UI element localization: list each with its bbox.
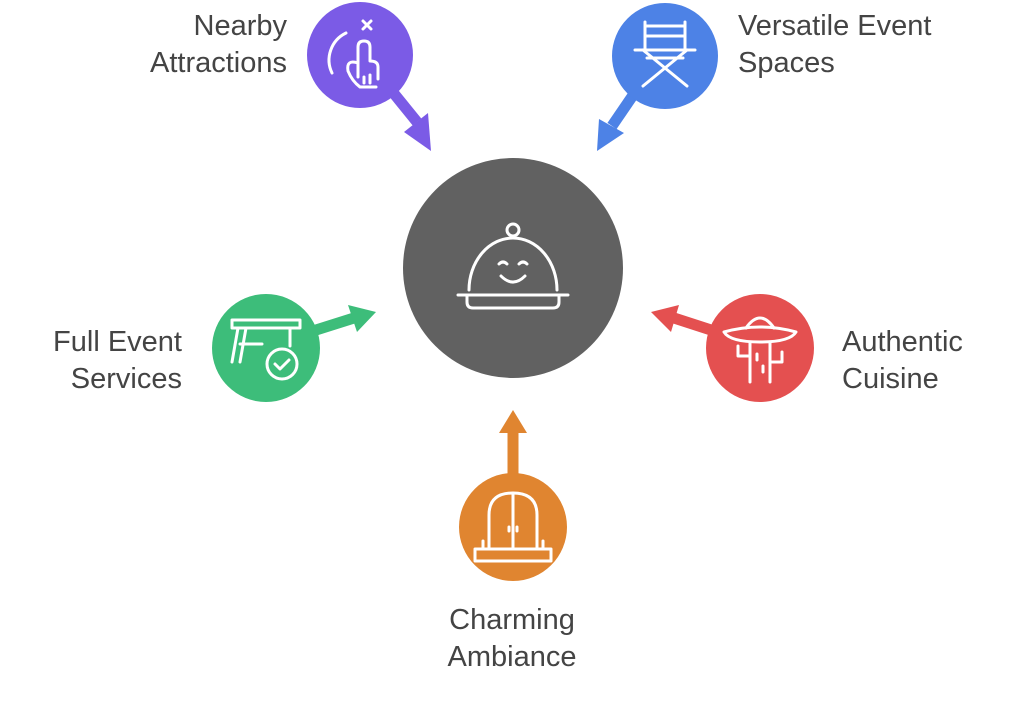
arrowhead-versatile-event-spaces (597, 119, 624, 151)
label-charming-ambiance-line1: Charming (449, 604, 575, 636)
arrowhead-full-event-services (348, 305, 376, 332)
arrow-authentic-cuisine (672, 312, 713, 336)
label-authentic-cuisine-line2: Cuisine (842, 363, 939, 395)
table-check-icon (230, 318, 302, 381)
label-full-event-services-line1: Full Event (53, 326, 182, 358)
node-circle-versatile-event-spaces (612, 3, 718, 109)
label-charming-ambiance-line2: Ambiance (448, 641, 577, 673)
label-nearby-attractions-line1: Nearby (194, 10, 288, 42)
node-circle-authentic-cuisine (706, 294, 814, 402)
node-charming-ambiance: Charming Ambiance (448, 410, 577, 673)
arched-door-icon (473, 491, 553, 563)
label-authentic-cuisine-line1: Authentic (842, 326, 963, 358)
node-versatile-event-spaces: Versatile Event Spaces (597, 3, 931, 151)
label-nearby-attractions-line2: Attractions (150, 47, 287, 79)
node-full-event-services: Full Event Services (53, 294, 376, 402)
arrowhead-authentic-cuisine (651, 305, 679, 332)
node-circle-full-event-services (212, 294, 320, 402)
directors-chair-icon (633, 20, 697, 88)
arrowhead-nearby-attractions (404, 113, 431, 151)
center-hub (403, 158, 623, 378)
center-circle (403, 158, 623, 378)
node-authentic-cuisine: Authentic Cuisine (651, 294, 963, 402)
node-circle-nearby-attractions (307, 2, 413, 108)
label-versatile-event-spaces-line1: Versatile Event (738, 10, 931, 42)
hand-pointer-icon (327, 19, 380, 89)
sombrero-cactus-icon (722, 316, 798, 384)
label-versatile-event-spaces-line2: Spaces (738, 47, 835, 79)
cloche-smiley-icon (456, 222, 570, 310)
arrowhead-charming-ambiance (499, 410, 527, 433)
arrow-full-event-services (314, 312, 356, 336)
node-nearby-attractions: Nearby Attractions (150, 2, 431, 151)
label-full-event-services-line2: Services (71, 363, 182, 395)
